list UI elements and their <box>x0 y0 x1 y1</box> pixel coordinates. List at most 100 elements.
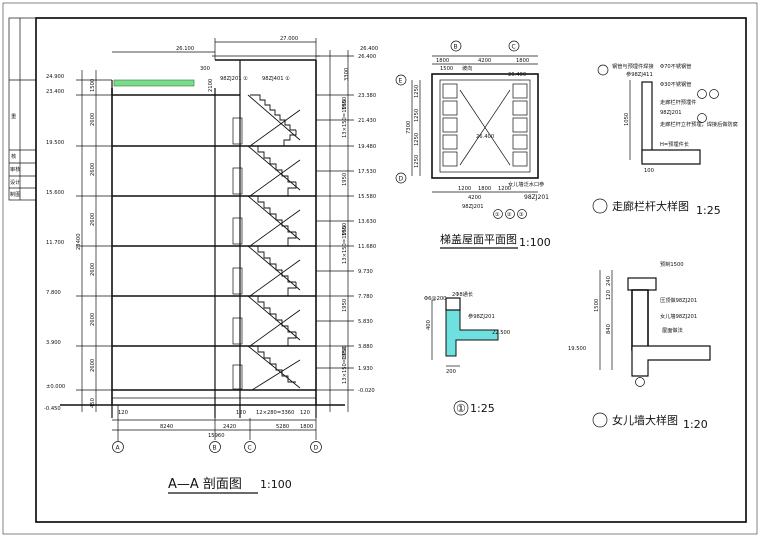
bottom-small: 120 <box>236 410 246 416</box>
parapet-note: 压顶做98ZJ201 <box>660 296 697 304</box>
roof-left-dim: 1250 <box>414 133 420 146</box>
right-level: 19.480 <box>358 144 376 150</box>
axis-label-d: D <box>314 445 319 452</box>
bottom-dim: 5280 <box>276 424 289 430</box>
title-cell-1: 重 <box>11 112 16 120</box>
top-dim-1: 300 <box>200 66 210 72</box>
parapet-title: 女儿墙大样图 <box>612 413 678 427</box>
railing-detail: 钢管与预埋件焊接 参98ZJ411 Φ70不锈钢管 Φ30不锈钢管 走廊栏杆预埋… <box>592 62 738 217</box>
roof-callout: ③ <box>519 212 524 218</box>
axis-label-c: C <box>248 445 252 452</box>
parapet-dim: 840 <box>606 324 612 334</box>
left-dim: 2600 <box>90 163 96 176</box>
roof-note-1-ref: 98ZJ201 <box>524 194 549 201</box>
roof-plan: 26.400 坡向 1800 4200 1800 1500 26.400 B C… <box>395 40 551 249</box>
bottom-small: 120 <box>300 410 310 416</box>
bottom-dim-lines <box>112 405 317 440</box>
railing-note: 走廊栏杆预埋件 <box>660 98 696 106</box>
right-level: 7.780 <box>358 294 373 300</box>
section-drawing: 26.100 27.000 26.400 300 2100 3300 98ZJ2… <box>44 36 378 494</box>
roof-left-total: 7300 <box>406 121 412 134</box>
parapet-dim: 1500 <box>594 299 600 312</box>
right-dims: 1950 13×150=1950 1950 1950 13×150=1950 1… <box>342 97 348 384</box>
roof-top-dim: 1800 <box>436 58 449 64</box>
stair-flights <box>247 94 301 391</box>
roof-bottom-dim: 1200 <box>458 186 471 192</box>
right-level: 21.430 <box>358 118 376 124</box>
left-dim: 1500 <box>90 79 96 92</box>
detail1-note: Φ6@200 <box>424 296 446 302</box>
parapet-note: 屋面做法 <box>662 326 683 334</box>
parapet-scale: 1:20 <box>683 418 708 431</box>
right-level: 13.630 <box>358 219 376 225</box>
axis-bubbles: A B C D <box>112 440 322 453</box>
roof-axis-top: B <box>454 44 458 51</box>
left-dim: 2600 <box>90 359 96 372</box>
left-dim: 450 <box>90 398 96 408</box>
left-dims: 1500 2600 2600 2600 2600 2600 2600 450 2… <box>76 79 96 408</box>
foundations <box>111 405 317 418</box>
railing-dim: 1050 <box>624 113 630 126</box>
railing-dim: 100 <box>644 168 654 174</box>
parapet-level: 19.500 <box>568 346 586 352</box>
roof-callout: ② <box>507 212 512 218</box>
right-level: 1.930 <box>358 366 373 372</box>
right-level: 15.580 <box>358 194 376 200</box>
top-level-2: 27.000 <box>280 36 298 42</box>
roof-bottom-dim: 1800 <box>478 186 491 192</box>
right-level: 9.730 <box>358 269 373 275</box>
right-level: 17.530 <box>358 169 376 175</box>
title-cell-5: 制图 <box>10 190 20 198</box>
railing-note: 98ZJ201 <box>660 110 682 116</box>
right-dim: 1950 <box>342 97 348 110</box>
axis-label-a: A <box>116 445 121 452</box>
left-dim: 2600 <box>90 213 96 226</box>
parapet-dim: 240 <box>606 276 612 286</box>
right-dim: 1950 <box>342 173 348 186</box>
left-dim: 2600 <box>90 113 96 126</box>
railing-note: Φ70不锈钢管 <box>660 62 691 70</box>
roof-drain-blocks <box>442 83 528 167</box>
detail-1: Φ6@200 2Φ8通长 参98ZJ201 22.500 400 200 ① 1… <box>424 290 510 416</box>
section-title: A—A 剖面图 <box>168 477 242 492</box>
left-level: 11.700 <box>46 240 64 246</box>
railing-title: 走廊栏杆大样图 <box>612 199 689 213</box>
left-dim-lines <box>76 70 112 412</box>
floor-slabs <box>112 145 316 391</box>
roof-top-sub: 1500 <box>440 66 453 72</box>
right-level: 11.680 <box>358 244 376 250</box>
railing-scale: 1:25 <box>696 204 721 217</box>
left-dim: 2600 <box>90 313 96 326</box>
right-levels: 26.400 23.380 21.430 19.480 17.530 15.58… <box>358 54 376 394</box>
top-level-3: 26.400 <box>360 46 378 52</box>
right-dim-lines <box>316 50 354 412</box>
right-dim-spec: 13×150=1950 <box>342 226 348 264</box>
roof-left-dim: 1250 <box>414 155 420 168</box>
top-level-1: 26.100 <box>176 46 194 52</box>
top-dim-3: 3300 <box>344 68 350 81</box>
roof-axis-top: C <box>512 44 516 51</box>
left-level: ±0.000 <box>46 384 65 390</box>
detail1-scale: 1:25 <box>470 402 495 415</box>
roof-top-dim: 4200 <box>478 58 491 64</box>
bottom-dim: 1800 <box>300 424 313 430</box>
roof-note-2: 98ZJ201 <box>462 204 484 210</box>
roof-axis-side: E <box>399 78 403 85</box>
railing-note: 参98ZJ411 <box>626 70 653 78</box>
parapet-note: 98ZJ201 ① <box>220 76 248 82</box>
top-dim-2: 2100 <box>208 79 214 92</box>
roof-left-dim: 1250 <box>414 85 420 98</box>
title-block: 重 核 审核 设计 制图 <box>8 17 37 201</box>
right-dim: 1950 <box>342 299 348 312</box>
railing-note: 走廊栏杆立杆预埋，焊接后做防腐 <box>660 120 738 128</box>
railing-note: 钢管与预埋件焊接 <box>612 62 654 70</box>
bottom-dim: 2420 <box>223 424 236 430</box>
roof-bottom-total: 4200 <box>468 195 481 201</box>
left-level: -0.450 <box>44 406 61 412</box>
detail1-note: 参98ZJ201 <box>468 312 495 320</box>
roof-center-level: 26.400 <box>476 134 494 140</box>
title-cell-4: 设计 <box>10 178 20 186</box>
stair-note: 98ZJ401 ① <box>262 76 290 82</box>
left-level: 23.400 <box>46 89 64 95</box>
